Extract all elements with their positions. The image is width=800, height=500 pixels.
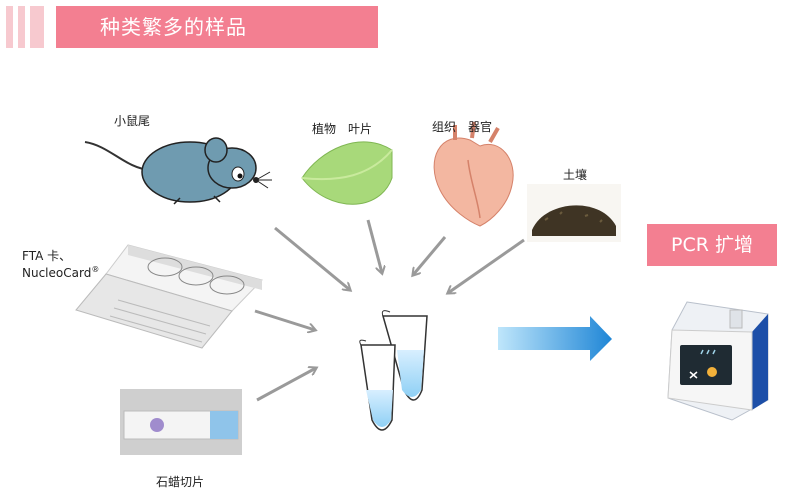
pcr-machine-illustration xyxy=(667,301,769,421)
big-arrow xyxy=(498,316,612,361)
label-soil: 土壤 xyxy=(563,168,588,182)
label-ffpe: 石蜡切片 xyxy=(156,475,205,489)
tubes-illustration xyxy=(359,310,428,431)
label-tissue-organ: 组织 器官 xyxy=(432,120,493,134)
input-arrows xyxy=(254,219,525,402)
registered-mark: ® xyxy=(91,265,100,274)
pcr-amplification-badge: PCR 扩增 xyxy=(647,224,777,266)
page-title: 种类繁多的样品 xyxy=(56,6,378,48)
header-stripe-1 xyxy=(6,6,13,48)
leaf-illustration xyxy=(301,141,393,205)
soil-illustration xyxy=(527,184,621,242)
mouse-illustration xyxy=(84,137,272,205)
label-fta-line2-text: NucleoCard xyxy=(22,266,92,280)
label-fta-line1: FTA 卡、 xyxy=(22,249,72,263)
label-mouse-tail: 小鼠尾 xyxy=(114,114,151,128)
heart-illustration xyxy=(433,121,514,227)
fta-card-illustration xyxy=(75,244,263,349)
header-stripe-3 xyxy=(30,6,44,48)
header-stripe-2 xyxy=(18,6,25,48)
slide-illustration xyxy=(120,389,242,455)
label-plant-leaf: 植物 叶片 xyxy=(312,122,373,136)
label-fta-line2: NucleoCard® xyxy=(22,265,99,280)
